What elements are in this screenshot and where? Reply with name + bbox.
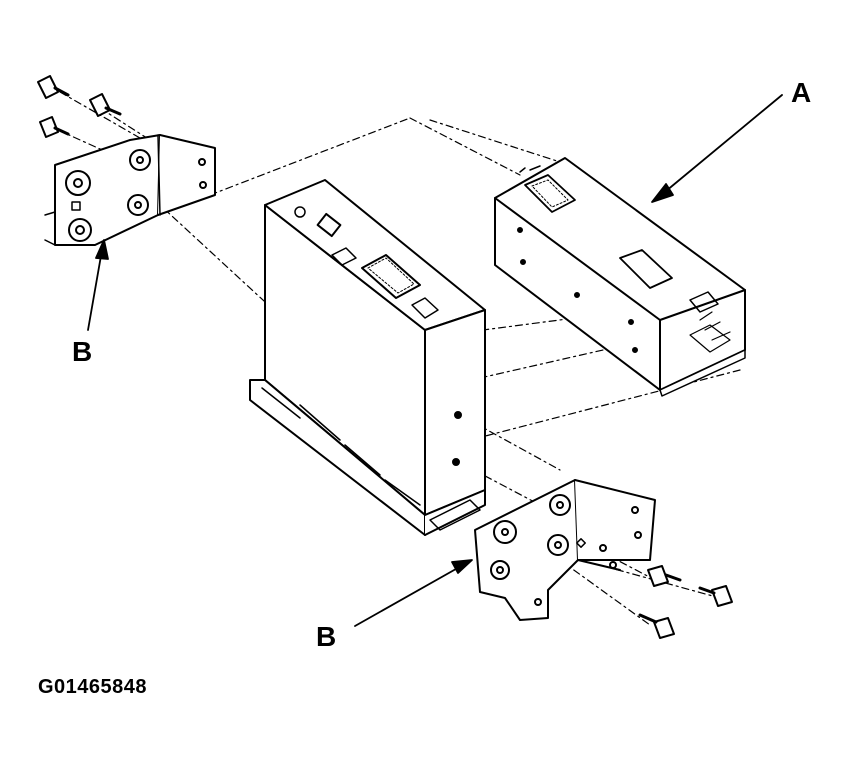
callout-a-label: A: [791, 77, 812, 108]
bracket-b-upper: [44, 134, 216, 246]
arrow-b-lower: [354, 564, 464, 627]
arrow-a: [659, 94, 783, 197]
unit-a: [494, 157, 746, 397]
screws-upper: [37, 75, 122, 138]
callout-b-upper-label: B: [72, 336, 93, 367]
screws-lower: [638, 565, 733, 639]
module-center: [249, 179, 486, 536]
leader-arrows: [87, 94, 783, 627]
arrow-b-upper: [87, 249, 103, 331]
bracket-b-lower: [474, 479, 656, 621]
callout-b-lower-label: B: [316, 621, 337, 652]
figure-id: G01465848: [38, 676, 148, 698]
